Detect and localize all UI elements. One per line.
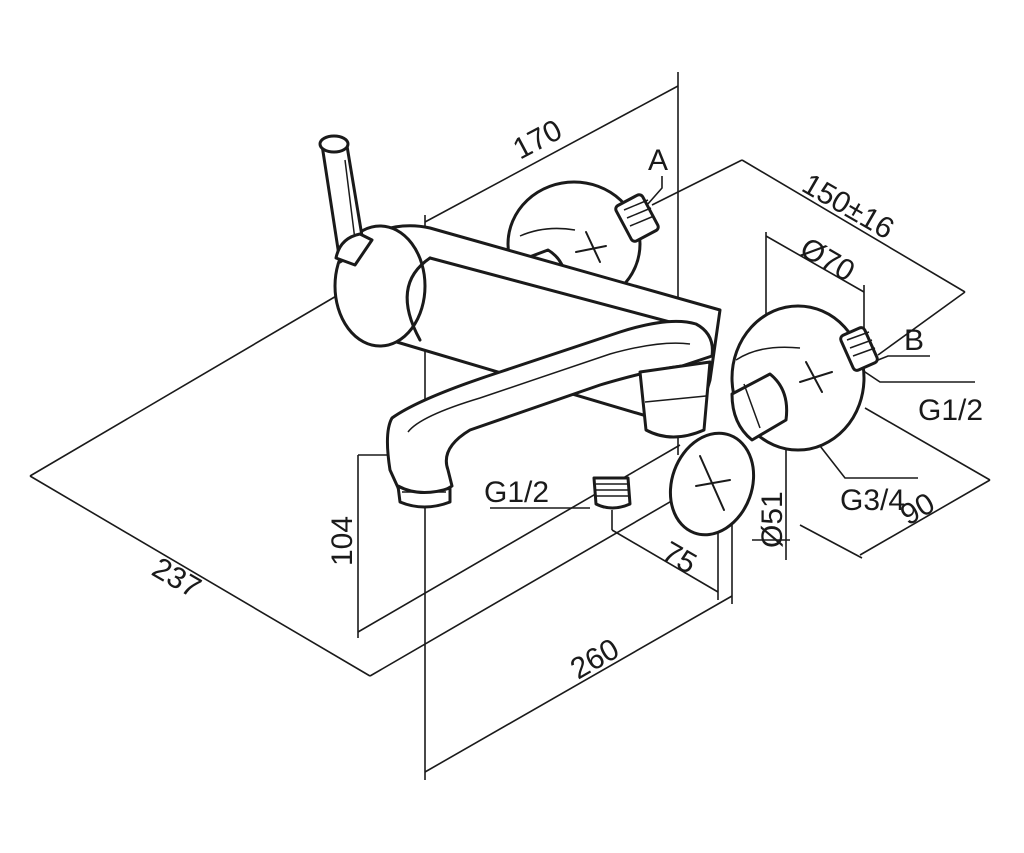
dim-170: 170 <box>508 114 568 167</box>
faucet-body <box>318 134 879 537</box>
bottom-outlet-thread <box>592 476 632 510</box>
dim-104: 104 <box>326 516 359 566</box>
back-thread <box>614 193 660 243</box>
callout-g12-left: G1/2 <box>484 476 549 509</box>
front-thread <box>839 326 879 372</box>
dim-70: Ø70 <box>795 231 861 288</box>
dim-237: 237 <box>147 551 207 605</box>
spout <box>385 319 714 509</box>
callout-g12-right: G1/2 <box>918 394 983 427</box>
lever-handle[interactable] <box>318 134 374 267</box>
dim-75: 75 <box>657 535 702 580</box>
callout-labels: A B G1/2 G1/2 G3/4 <box>484 144 983 517</box>
dim-51: Ø51 <box>756 491 789 548</box>
callout-b: B <box>904 324 924 357</box>
dim-260: 260 <box>565 632 625 686</box>
callout-g34: G3/4 <box>840 484 905 517</box>
callout-a: A <box>648 144 668 177</box>
